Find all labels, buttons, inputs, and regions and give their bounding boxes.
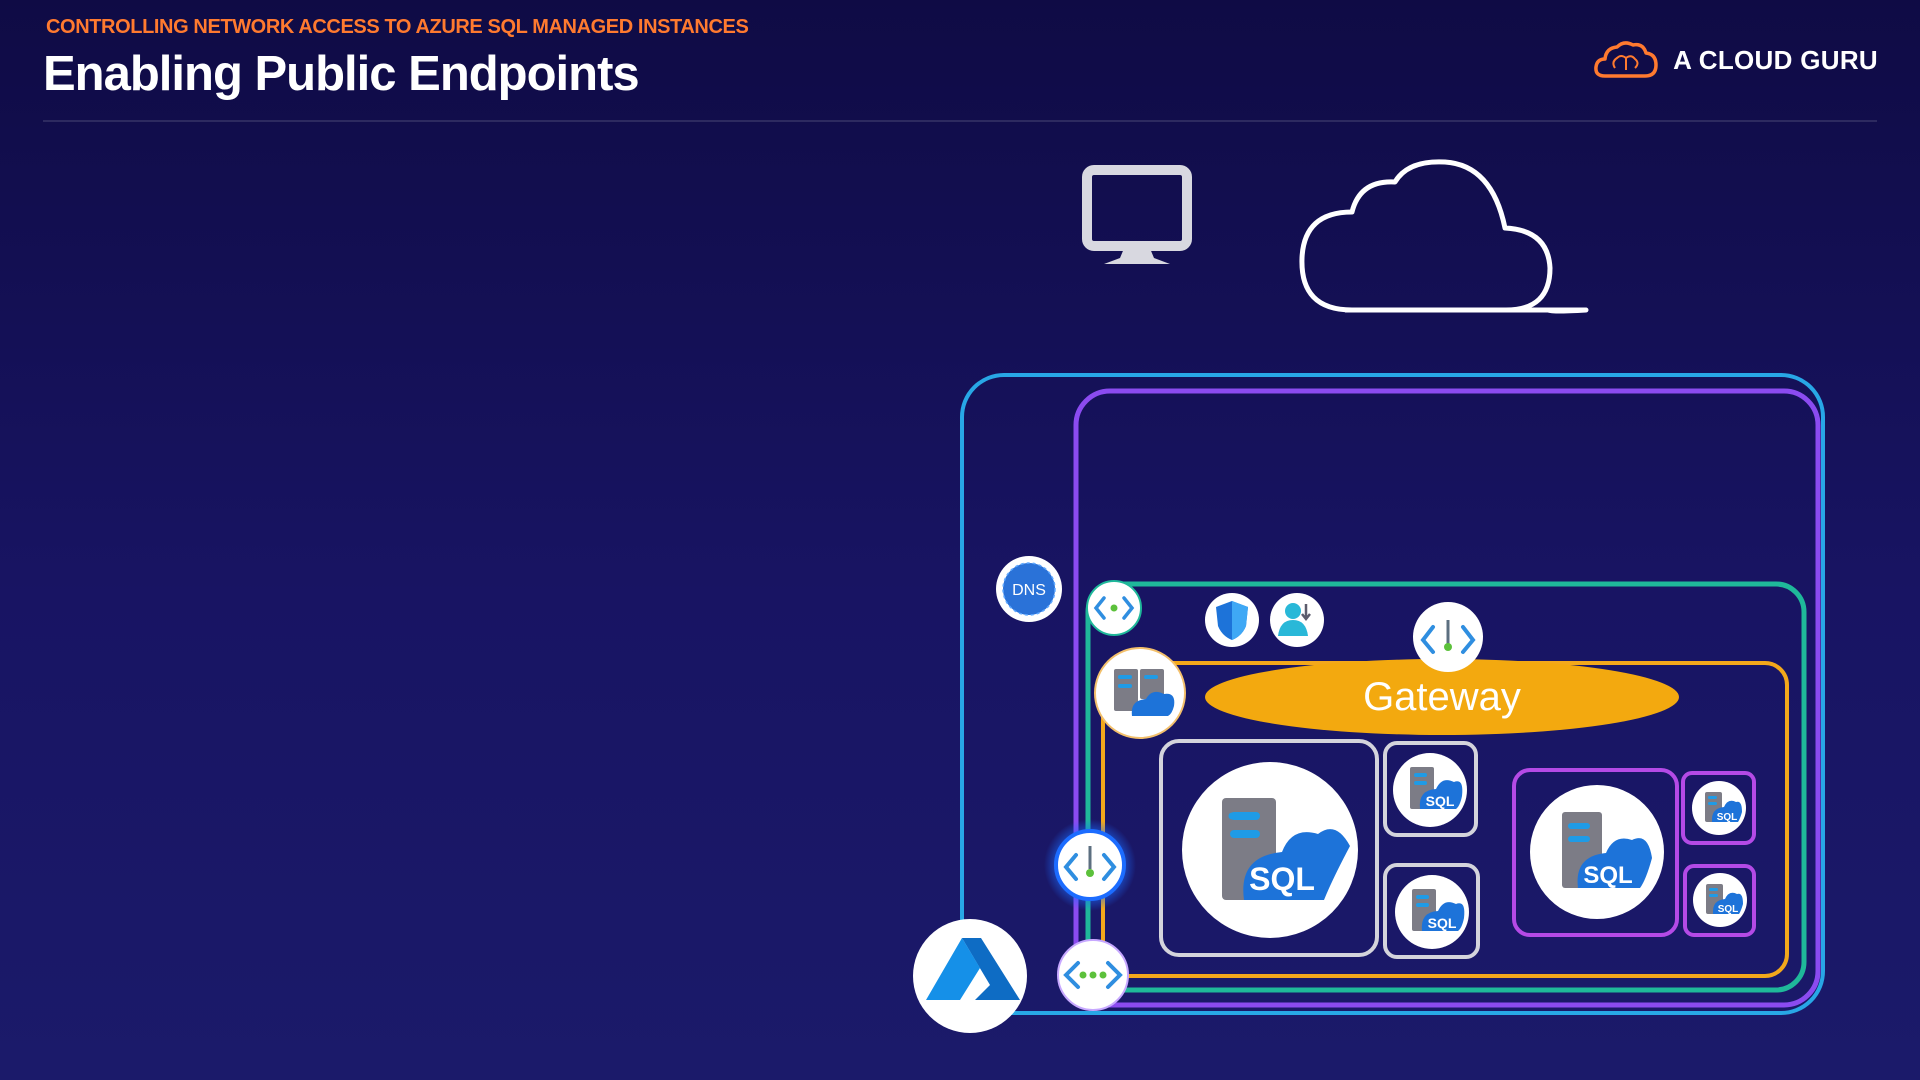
outer-boundary-cyan: [960, 373, 1825, 1015]
gateway-label: Gateway: [1363, 675, 1521, 719]
sql-label-tiny: SQL: [1717, 812, 1738, 823]
monitor-icon: [1082, 165, 1192, 264]
sql-managed-instance-icon: SQL: [1692, 781, 1746, 835]
user-icon: [1270, 593, 1324, 647]
sql-instance-box-small-1: [1383, 741, 1478, 837]
slide-title: Enabling Public Endpoints: [43, 47, 640, 101]
sql-managed-instance-icon: SQL: [1182, 762, 1358, 938]
sql-label-small: SQL: [1426, 793, 1455, 809]
cloud-icon: [1299, 159, 1589, 314]
azure-logo-icon: [913, 919, 1027, 1033]
sql-managed-instance-icon: SQL: [1393, 753, 1467, 827]
sql-label-medium: SQL: [1583, 862, 1632, 889]
dns-icon: DNS: [996, 556, 1062, 622]
sql-instance-box-tiny-2: [1683, 864, 1756, 937]
sql-instance-box-medium: [1512, 768, 1679, 937]
private-endpoint-icon: [1086, 580, 1142, 636]
sql-label-large: SQL: [1249, 861, 1315, 897]
vnet-boundary-purple: [1073, 388, 1821, 1008]
brand-name: A CLOUD GURU: [1673, 44, 1878, 75]
gateway-ellipse: [1205, 659, 1679, 735]
header-divider: [43, 120, 1877, 122]
sql-label-tiny: SQL: [1718, 904, 1739, 915]
sql-instance-box-small-2: [1383, 863, 1480, 959]
sql-instance-box-tiny-1: [1681, 771, 1756, 845]
sql-managed-instance-icon: SQL: [1395, 875, 1469, 949]
private-endpoint-icon: [1044, 819, 1136, 911]
cloud-brain-logo-icon: [1594, 41, 1658, 78]
shield-icon: [1205, 593, 1259, 647]
sql-instance-box-large: [1159, 739, 1379, 957]
brand-logo: A CLOUD GURU: [1593, 38, 1878, 82]
section-eyebrow: CONTROLLING NETWORK ACCESS TO AZURE SQL …: [46, 16, 749, 38]
network-interface-icon: [1413, 602, 1483, 672]
sql-managed-instance-icon: SQL: [1530, 785, 1664, 919]
subnet-boundary-teal: [1085, 581, 1807, 993]
sql-label-small: SQL: [1428, 915, 1457, 931]
dns-label: DNS: [1012, 582, 1046, 599]
virtual-network-icon: [1057, 939, 1129, 1011]
server-cloud-icon: [1094, 647, 1186, 739]
sql-managed-instance-icon: SQL: [1693, 873, 1747, 927]
